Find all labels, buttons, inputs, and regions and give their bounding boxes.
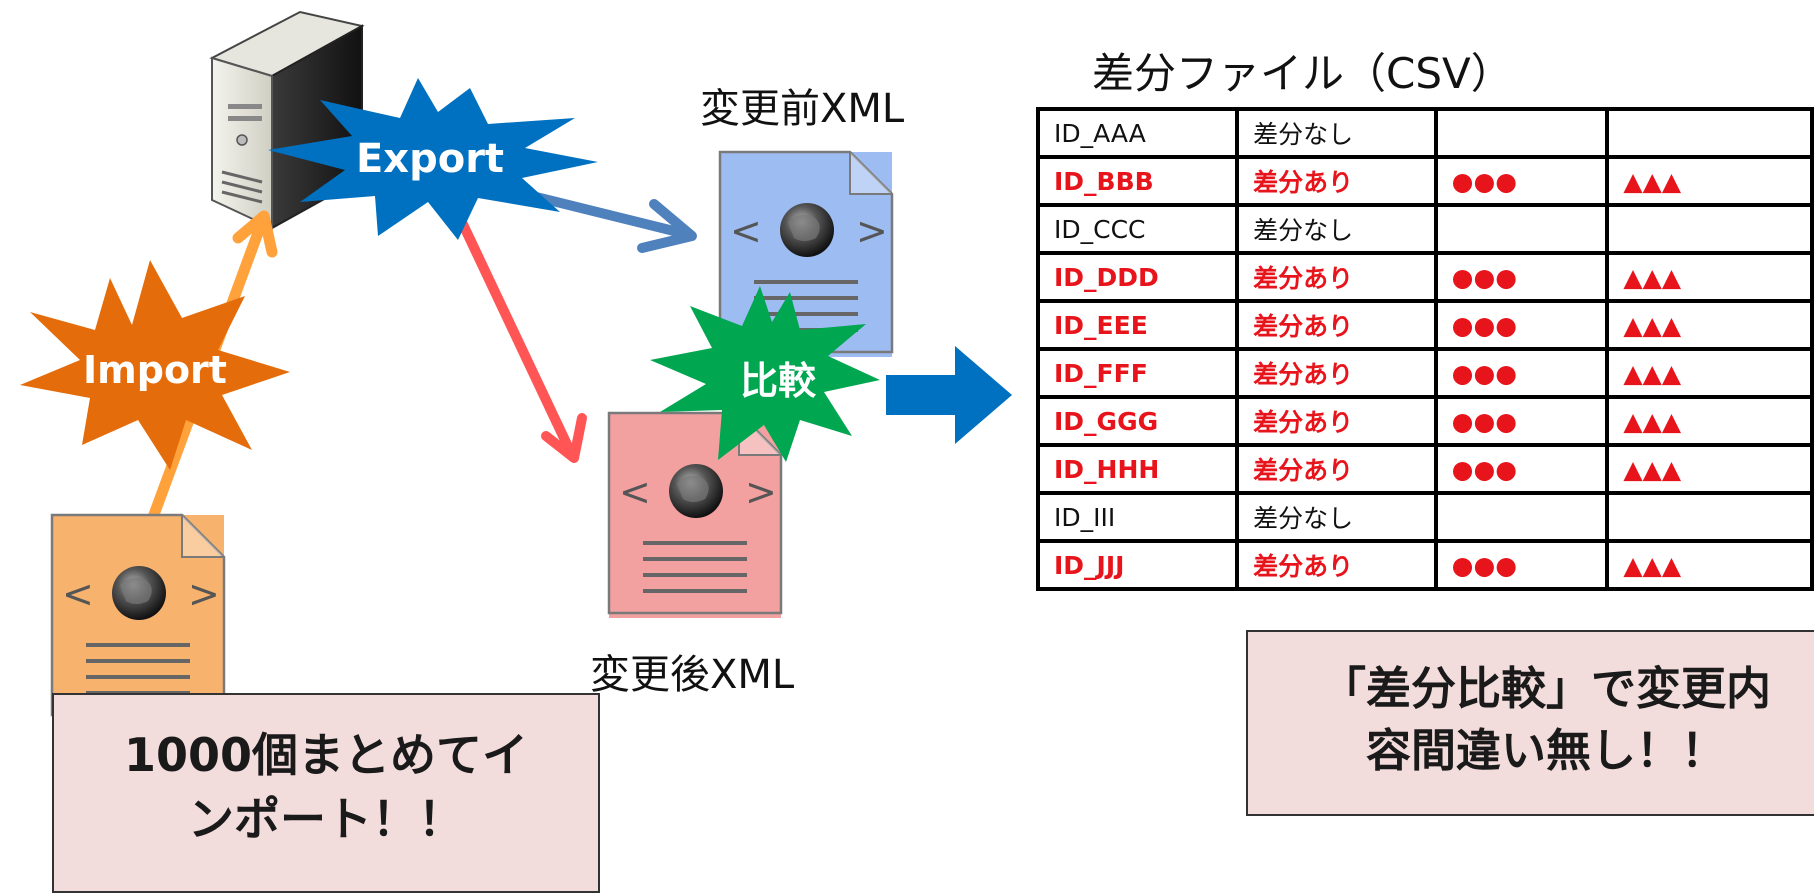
compare-burst (650, 286, 880, 462)
xml-document-icon-after (607, 411, 783, 618)
row-status-cell: 差分あり (1235, 347, 1438, 399)
row-value-cell (1605, 203, 1814, 255)
row-value-cell (1433, 107, 1610, 159)
row-value-cell: ●●● (1433, 539, 1610, 591)
row-id-cell: ID_HHH (1035, 443, 1240, 495)
compare-label: 比較 (739, 359, 816, 403)
diff-note-line1: 「差分比較」で変更内 (1320, 662, 1771, 715)
row-value-cell: ▲▲▲ (1605, 347, 1814, 399)
export-burst (268, 78, 598, 240)
row-value-cell: ●●● (1433, 395, 1610, 447)
import-note-line1: 1000個まとめてイ (123, 728, 529, 782)
import-burst (20, 260, 290, 470)
row-status-cell: 差分あり (1235, 443, 1438, 495)
row-value-cell: ●●● (1433, 347, 1610, 399)
row-id-cell: ID_CCC (1035, 203, 1240, 255)
row-id-cell: ID_AAA (1035, 107, 1240, 159)
export-label: Export (355, 136, 505, 182)
before-xml-caption: 変更前XML (700, 86, 905, 132)
row-value-cell (1433, 203, 1610, 255)
row-id-cell: ID_FFF (1035, 347, 1240, 399)
server-icon (209, 10, 365, 230)
row-value-cell: ▲▲▲ (1605, 155, 1814, 207)
xml-document-icon-import (50, 513, 226, 717)
row-status-cell: 差分あり (1235, 299, 1438, 351)
row-status-cell: 差分あり (1235, 395, 1438, 447)
row-id-cell: ID_JJJ (1035, 539, 1240, 591)
diff-note: 「差分比較」で変更内 容間違い無し！！ (1246, 630, 1814, 816)
row-status-cell: 差分なし (1235, 107, 1438, 159)
row-value-cell: ▲▲▲ (1605, 443, 1814, 495)
row-status-cell: 差分なし (1235, 491, 1438, 543)
row-value-cell: ●●● (1433, 251, 1610, 303)
row-id-cell: ID_EEE (1035, 299, 1240, 351)
row-id-cell: ID_III (1035, 491, 1240, 543)
diff-file-caption: 差分ファイル（CSV） (1092, 49, 1513, 98)
row-value-cell: ●●● (1433, 155, 1610, 207)
right-arrow-icon (886, 346, 1012, 444)
import-note: 1000個まとめてイ ンポート！！ (52, 693, 600, 893)
export-arrow-red (455, 213, 587, 463)
row-value-cell: ●●● (1433, 299, 1610, 351)
row-id-cell: ID_GGG (1035, 395, 1240, 447)
row-status-cell: 差分あり (1235, 251, 1438, 303)
row-value-cell: ▲▲▲ (1605, 395, 1814, 447)
row-id-cell: ID_DDD (1035, 251, 1240, 303)
row-status-cell: 差分あり (1235, 539, 1438, 591)
row-value-cell (1605, 107, 1814, 159)
row-value-cell: ▲▲▲ (1605, 251, 1814, 303)
import-note-line2: ンポート！！ (188, 792, 464, 846)
row-value-cell: ▲▲▲ (1605, 299, 1814, 351)
diff-note-line2: 容間違い無し！！ (1365, 724, 1726, 777)
row-status-cell: 差分なし (1235, 203, 1438, 255)
row-value-cell (1605, 491, 1814, 543)
row-status-cell: 差分あり (1235, 155, 1438, 207)
row-id-cell: ID_BBB (1035, 155, 1240, 207)
row-value-cell: ●●● (1433, 443, 1610, 495)
row-value-cell (1433, 491, 1610, 543)
after-xml-caption: 変更後XML (590, 652, 795, 698)
row-value-cell: ▲▲▲ (1605, 539, 1814, 591)
import-label: Import (83, 348, 227, 392)
